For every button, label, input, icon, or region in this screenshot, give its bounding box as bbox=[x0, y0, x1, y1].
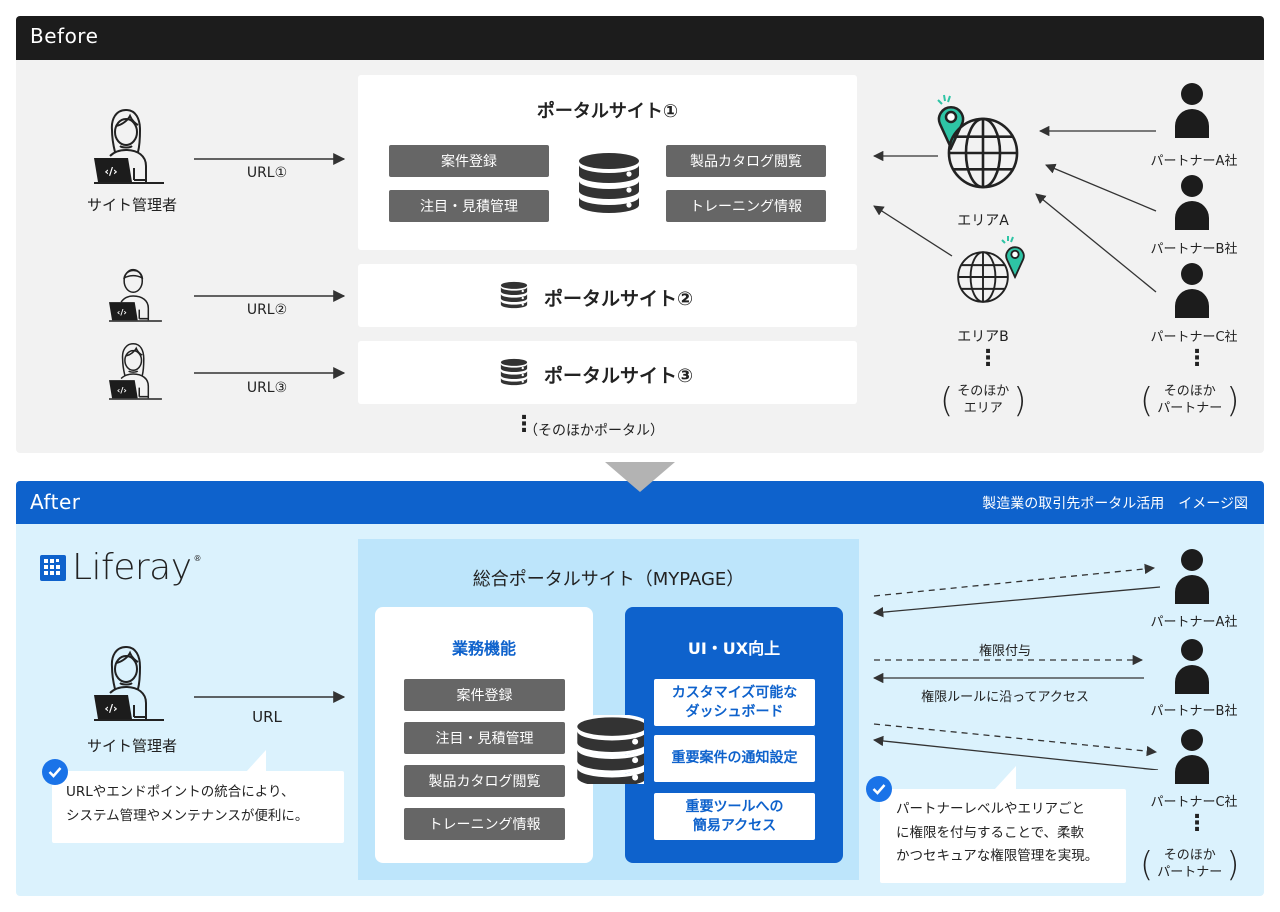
database-icon bbox=[500, 280, 528, 310]
ui-ux-feature-tag: 重要案件の通知設定 bbox=[654, 735, 815, 782]
database-icon bbox=[577, 151, 641, 215]
before-connection-arrows bbox=[872, 125, 1157, 293]
grant-arrow-a bbox=[873, 563, 1156, 597]
before-header: Before bbox=[16, 16, 1264, 60]
portal-site-2: ポータルサイト② bbox=[358, 264, 857, 327]
url-label: URL bbox=[252, 708, 282, 726]
other-areas: ( そのほか エリア ) bbox=[940, 381, 1027, 421]
area-a-label: エリアA bbox=[957, 213, 1009, 229]
feature-tag: 案件登録 bbox=[404, 679, 565, 711]
pin-sparkle-icon bbox=[937, 94, 951, 105]
portal-site-3: ポータルサイト③ bbox=[358, 341, 857, 404]
site-admin-female-icon bbox=[90, 643, 180, 723]
more-dots-icon: ⋮ bbox=[1186, 346, 1208, 371]
check-icon bbox=[866, 776, 892, 802]
callout-tail bbox=[246, 750, 266, 772]
site-admin-male-icon bbox=[106, 262, 174, 324]
partner-b-label: パートナーB社 bbox=[1150, 242, 1238, 257]
url1-label: URL① bbox=[246, 165, 288, 181]
site-admin-female-icon bbox=[106, 340, 174, 402]
url3-label: URL③ bbox=[246, 380, 288, 396]
site-admin-label: サイト管理者 bbox=[86, 196, 177, 214]
partner-a-label: パートナーA社 bbox=[1150, 154, 1238, 169]
site-admin-female-icon bbox=[90, 106, 180, 186]
other-portals-label: （そのほかポータル） bbox=[524, 423, 664, 439]
partner-c-arrow bbox=[1035, 193, 1157, 293]
database-icon bbox=[500, 357, 528, 387]
portal-site-1-title: ポータルサイト① bbox=[536, 101, 679, 122]
registered-mark: ® bbox=[193, 554, 202, 563]
area-b-to-portal-arrow bbox=[873, 205, 953, 257]
url1-arrow bbox=[194, 153, 346, 165]
feature-tag: 製品カタログ閲覧 bbox=[404, 765, 565, 797]
database-icon bbox=[570, 710, 644, 784]
access-arrow-c bbox=[872, 735, 1159, 770]
liferay-wordmark: Liferay bbox=[72, 547, 192, 588]
partner-c-label: パートナーC社 bbox=[1150, 795, 1238, 810]
url2-label: URL② bbox=[246, 302, 288, 318]
feature-tag: トレーニング情報 bbox=[666, 190, 826, 222]
partner-b-label: パートナーB社 bbox=[1150, 704, 1238, 719]
partner-a-icon bbox=[1172, 548, 1212, 604]
grant-permission-label: 権限付与 bbox=[978, 644, 1031, 659]
other-partners: ( そのほか パートナー ) bbox=[1140, 381, 1240, 421]
after-title: After bbox=[30, 490, 81, 514]
url-arrow bbox=[194, 691, 346, 703]
check-icon bbox=[42, 759, 68, 785]
access-arrow-a bbox=[872, 586, 1161, 618]
partner-benefit-callout: パートナーレベルやエリアごと に権限を付与することで、柔軟 かつセキュアな権限管… bbox=[880, 789, 1126, 883]
more-dots-icon: ⋮ bbox=[513, 412, 535, 437]
partner-c-label: パートナーC社 bbox=[1150, 330, 1238, 345]
partner-b-icon bbox=[1172, 638, 1212, 694]
grant-arrow-c bbox=[873, 723, 1158, 757]
pin-sparkle-icon bbox=[1001, 236, 1014, 244]
partner-a-label: パートナーA社 bbox=[1150, 615, 1238, 630]
area-b-label: エリアB bbox=[957, 329, 1009, 345]
liferay-logo-icon bbox=[40, 555, 66, 581]
business-functions-title: 業務機能 bbox=[451, 639, 516, 658]
partner-b-arrow bbox=[1045, 163, 1157, 212]
after-subtitle: 製造業の取引先ポータル活用 イメージ図 bbox=[982, 496, 1248, 512]
feature-tag: 案件登録 bbox=[389, 145, 549, 177]
url2-arrow bbox=[194, 290, 346, 302]
site-admin-label: サイト管理者 bbox=[86, 737, 177, 755]
liferay-logo: Liferay ® bbox=[40, 550, 202, 586]
mypage-title: 総合ポータルサイト（MYPAGE） bbox=[472, 569, 745, 590]
callout-tail bbox=[994, 766, 1016, 790]
partner-c-icon bbox=[1172, 728, 1212, 784]
before-title: Before bbox=[30, 24, 99, 48]
admin-benefit-callout: URLやエンドポイントの統合により、 システム管理やメンテナンスが便利に。 bbox=[52, 771, 344, 843]
ui-ux-title: UI・UX向上 bbox=[687, 639, 781, 658]
feature-tag: トレーニング情報 bbox=[404, 808, 565, 840]
other-partners: ( そのほか パートナー ) bbox=[1140, 845, 1240, 885]
portal-site-3-title: ポータルサイト③ bbox=[544, 365, 694, 387]
more-dots-icon: ⋮ bbox=[1186, 811, 1208, 836]
feature-tag: 製品カタログ閲覧 bbox=[666, 145, 826, 177]
more-dots-icon: ⋮ bbox=[977, 346, 999, 371]
url3-arrow bbox=[194, 367, 346, 379]
access-by-rule-label: 権限ルールに沿ってアクセス bbox=[921, 690, 1089, 705]
after-permission-arrows bbox=[872, 563, 1161, 770]
feature-tag: 注目・見積管理 bbox=[404, 722, 565, 754]
feature-tag: 注目・見積管理 bbox=[389, 190, 549, 222]
ui-ux-feature-tag: 重要ツールへの 簡易アクセス bbox=[654, 793, 815, 840]
ui-ux-feature-tag: カスタマイズ可能な ダッシュボード bbox=[654, 679, 815, 726]
portal-site-2-title: ポータルサイト② bbox=[544, 288, 694, 310]
before-to-after-arrow-icon bbox=[605, 462, 675, 492]
